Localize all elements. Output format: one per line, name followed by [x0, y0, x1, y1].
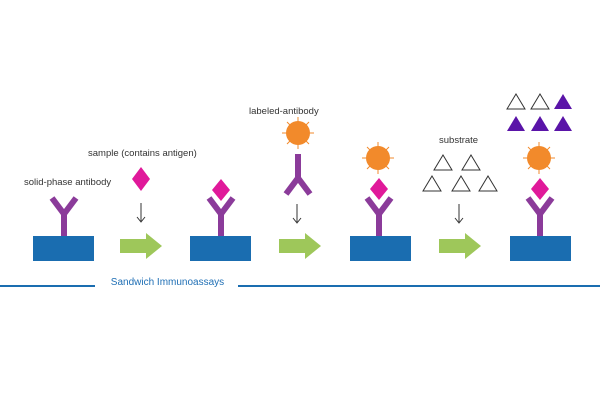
enzyme-label-icon: [362, 142, 394, 174]
right-arrow-icon: [279, 233, 321, 259]
down-arrow-icon: [136, 203, 146, 223]
substrate-triangle-icon: [461, 154, 481, 171]
solid-phase-plate-4: [510, 236, 571, 261]
antibody-icon: [364, 196, 394, 236]
diagram-caption: Sandwich Immunoassays: [110, 277, 225, 288]
substrate-triangle-icon: [433, 154, 453, 171]
solid-phase-plate-3: [350, 236, 411, 261]
down-arrow-icon: [454, 204, 464, 224]
antibody-icon: [283, 154, 313, 196]
solid-phase-plate-1: [33, 236, 94, 261]
product-triangle-icon: [554, 94, 572, 109]
substrate-triangle-icon: [478, 175, 498, 192]
labeled-antibody-label: labeled-antibody: [249, 106, 319, 117]
product-triangles: [506, 93, 572, 131]
enzyme-label-icon: [523, 142, 555, 174]
solid-phase-antibody-label: solid-phase antibody: [24, 177, 112, 188]
product-triangle-icon: [554, 116, 572, 131]
substrate-label: substrate: [439, 135, 479, 146]
enzyme-label-icon: [282, 117, 314, 149]
antigen-diamond-icon: [531, 178, 549, 200]
antigen-diamond-icon: [212, 179, 230, 201]
substrate-triangle-icon: [530, 93, 550, 110]
substrate-triangle-icon: [451, 175, 471, 192]
substrate-triangle-icon: [422, 175, 442, 192]
substrate-triangles: [422, 154, 498, 192]
right-arrow-icon: [120, 233, 162, 259]
antigen-diamond-icon: [370, 178, 388, 200]
antigen-diamond-icon: [132, 167, 150, 191]
substrate-triangle-icon: [506, 93, 526, 110]
antibody-icon: [525, 196, 555, 236]
down-arrow-icon: [292, 204, 302, 224]
product-triangle-icon: [507, 116, 525, 131]
antibody-icon: [206, 196, 236, 236]
antibody-icon: [49, 196, 79, 236]
right-arrow-icon: [439, 233, 481, 259]
sample-label: sample (contains antigen): [88, 148, 197, 159]
solid-phase-plate-2: [190, 236, 251, 261]
product-triangle-icon: [531, 116, 549, 131]
